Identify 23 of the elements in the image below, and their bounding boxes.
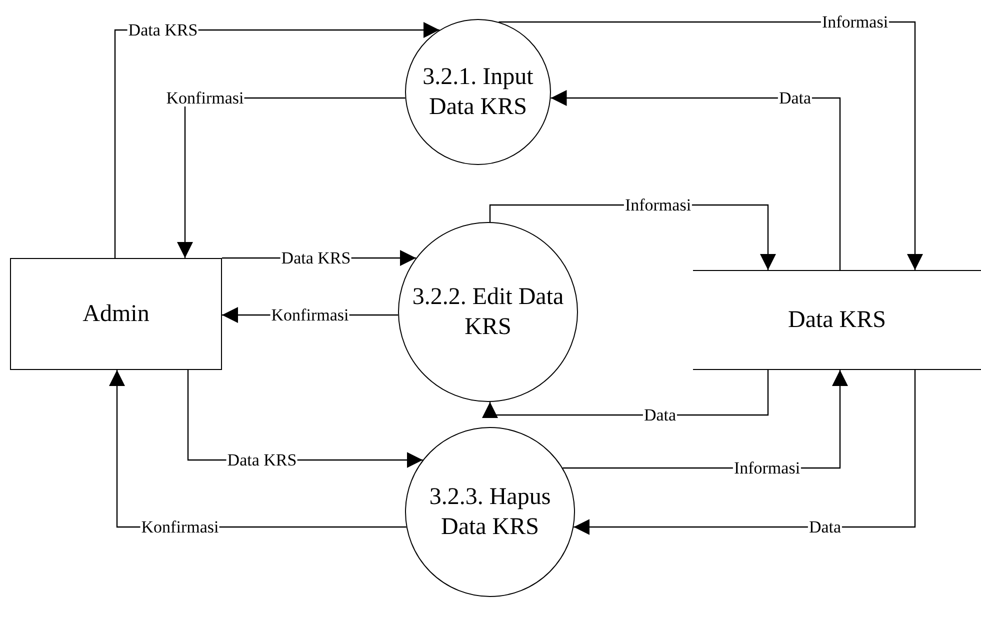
edge-label: Data KRS [226, 452, 298, 468]
edge-label: Data KRS [127, 22, 199, 38]
node-label: Admin [82, 300, 150, 329]
arrow [574, 370, 916, 535]
edge-label: Informasi [624, 196, 692, 214]
node-label: Data KRS [788, 306, 886, 335]
arrow [550, 90, 841, 270]
node-label: 3.2.1. Input Data KRS [422, 63, 534, 122]
edge-label: Data [778, 90, 812, 106]
entity-box [10, 258, 222, 370]
edge-label: Data [808, 518, 842, 536]
edge-label: Data KRS [280, 250, 352, 266]
node-label: 3.2.3. Hapus Data KRS [428, 483, 552, 542]
arrow [482, 370, 769, 418]
edge-label: Informasi [820, 14, 890, 30]
node-label: 3.2.2. Edit Data KRS [411, 283, 565, 342]
edge-label: Konfirmasi [165, 90, 245, 106]
arrow [498, 21, 923, 270]
edge-label: Informasi [732, 460, 802, 476]
data-store [693, 270, 981, 370]
edge-label: Data [642, 406, 678, 424]
edge-label: Konfirmasi [270, 306, 350, 324]
edge-label: Konfirmasi [140, 518, 220, 536]
